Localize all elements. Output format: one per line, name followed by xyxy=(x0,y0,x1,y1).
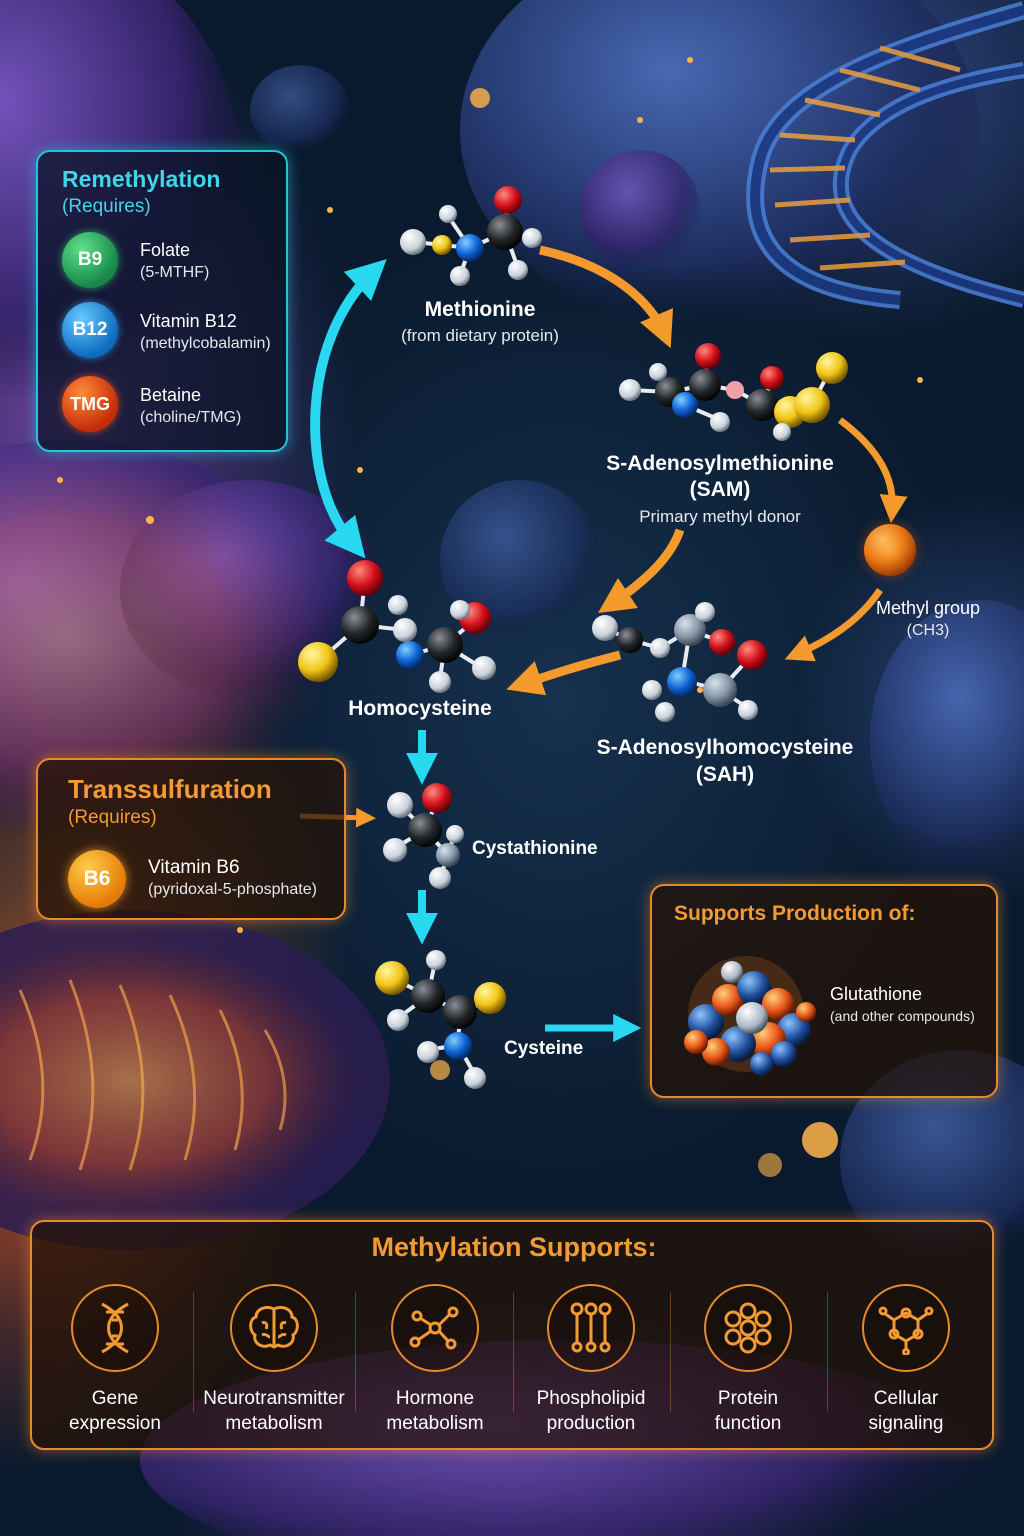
cystathionine-label: Cystathionine xyxy=(472,838,598,859)
supports-divider xyxy=(670,1292,671,1412)
homocysteine-label: Homocysteine xyxy=(348,697,492,720)
remethylation-title: Remethylation xyxy=(62,166,221,192)
folate-label: Folate xyxy=(140,240,191,260)
arrow-sam-to-sah xyxy=(598,528,685,613)
methyl-group-formula: (CH3) xyxy=(906,622,950,639)
transsulfuration-title: Transsulfuration xyxy=(68,774,272,804)
support-gene-expression: Gene expression xyxy=(40,1284,190,1436)
cysteine-molecule xyxy=(375,950,506,1089)
b6-badge: B6 xyxy=(68,850,126,908)
support-hormone: Hormone metabolism xyxy=(360,1284,510,1436)
dna-icon xyxy=(71,1284,159,1372)
vitamin-b6-detail: (pyridoxal-5-phosphate) xyxy=(148,881,317,898)
arrow-sah-to-homocysteine xyxy=(506,650,622,696)
betaine-detail: (choline/TMG) xyxy=(140,409,242,426)
support-label-line1: Gene xyxy=(91,1388,139,1409)
betaine-label: Betaine xyxy=(140,385,202,405)
cysteine-label: Cysteine xyxy=(504,1038,584,1059)
methylation-supports-panel: Methylation Supports: xyxy=(30,1220,994,1450)
glutathione-label: Glutathione xyxy=(830,984,923,1004)
b9-badge: B9 xyxy=(62,232,118,288)
production-title: Supports Production of: xyxy=(674,902,916,925)
remethylation-panel: Remethylation (Requires) B9 Folate (5-MT… xyxy=(36,150,288,452)
sam-detail: Primary methyl donor xyxy=(639,507,801,526)
arrow-methionine-to-sam xyxy=(539,245,674,349)
vitamin-b6-label: Vitamin B6 xyxy=(148,857,240,878)
production-panel: Supports Production of: Glutathione (and… xyxy=(650,884,998,1098)
arrow-homocysteine-to-methionine xyxy=(310,259,387,559)
molecule-icon xyxy=(391,1284,479,1372)
support-cellular-signaling: Cellular signaling xyxy=(831,1284,981,1436)
supports-divider xyxy=(193,1292,194,1412)
support-protein: Protein function xyxy=(673,1284,823,1436)
support-label-line1: Cellular xyxy=(873,1388,939,1409)
network-icon xyxy=(862,1284,950,1372)
support-label-line1: Neurotransmitter xyxy=(203,1388,345,1409)
glutathione-detail: (and other compounds) xyxy=(830,1008,975,1024)
b12-badge: B12 xyxy=(62,302,118,358)
folate-detail: (5-MTHF) xyxy=(140,264,210,281)
supports-divider xyxy=(355,1292,356,1412)
transsulfuration-subtitle: (Requires) xyxy=(68,807,157,828)
arrow-methyl-to-sah xyxy=(784,588,883,662)
support-label-line1: Protein xyxy=(717,1388,779,1409)
support-label-line2: metabolism xyxy=(386,1413,484,1434)
support-neurotransmitter: Neurotransmitter metabolism xyxy=(199,1284,349,1436)
brain-icon xyxy=(230,1284,318,1372)
methionine-detail: (from dietary protein) xyxy=(401,326,559,345)
support-label-line2: metabolism xyxy=(225,1413,323,1434)
sam-label: S-Adenosylmethionine xyxy=(606,452,834,475)
sah-label: S-Adenosylhomocysteine xyxy=(596,736,854,759)
remethylation-subtitle: (Requires) xyxy=(62,196,151,217)
transsulfuration-panel: Transsulfuration (Requires) B6 Vitamin B… xyxy=(36,758,346,920)
methionine-label: Methionine xyxy=(424,298,536,321)
methionine-molecule xyxy=(400,186,542,286)
cystathionine-molecule xyxy=(383,783,464,889)
supports-divider xyxy=(827,1292,828,1412)
arrow-sam-to-methyl xyxy=(837,417,908,524)
support-label-line1: Phospholipid xyxy=(536,1388,646,1409)
supports-title: Methylation Supports: xyxy=(371,1232,657,1262)
support-label-line2: expression xyxy=(69,1413,161,1434)
supports-divider xyxy=(513,1292,514,1412)
sam-abbrev: (SAM) xyxy=(689,478,751,501)
vitamin-b12-detail: (methylcobalamin) xyxy=(140,335,271,352)
phospholipid-icon xyxy=(547,1284,635,1372)
protein-icon xyxy=(704,1284,792,1372)
sam-molecule xyxy=(619,343,848,441)
vitamin-b12-label: Vitamin B12 xyxy=(140,311,237,331)
support-label-line2: signaling xyxy=(868,1413,944,1434)
support-phospholipid: Phospholipid production xyxy=(516,1284,666,1436)
support-label-line1: Hormone xyxy=(395,1388,475,1409)
homocysteine-molecule xyxy=(298,560,496,693)
tmg-badge: TMG xyxy=(62,376,118,432)
sah-molecule xyxy=(592,602,767,722)
methyl-group-label: Methyl group xyxy=(875,598,981,618)
support-label-line2: production xyxy=(546,1413,636,1434)
glutathione-molecule xyxy=(684,956,816,1076)
support-label-line2: function xyxy=(714,1413,782,1434)
sah-abbrev: (SAH) xyxy=(695,763,755,786)
